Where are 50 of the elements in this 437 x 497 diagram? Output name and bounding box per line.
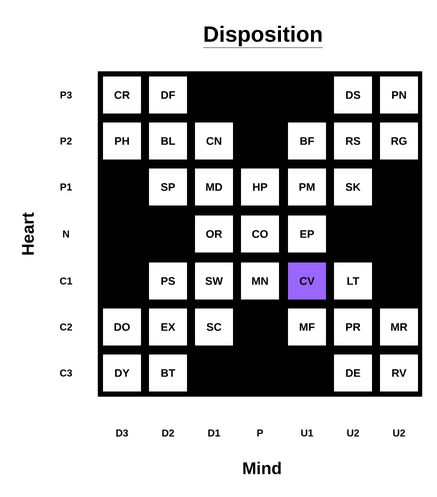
grid-cell: BT xyxy=(149,354,187,392)
column-label: U1 xyxy=(301,430,314,436)
grid-cell: CV xyxy=(288,262,326,300)
grid-cell: PH xyxy=(103,122,141,160)
grid-cell: RV xyxy=(380,354,418,392)
grid-cell: RG xyxy=(380,122,418,160)
grid-cell: BF xyxy=(288,122,326,160)
grid-cell: SP xyxy=(149,168,187,206)
grid-cell: DO xyxy=(103,308,141,346)
grid-cell: MR xyxy=(380,308,418,346)
axis-title: Mind xyxy=(243,462,281,474)
title: Disposition xyxy=(202,26,324,48)
grid-cell: PN xyxy=(380,76,418,114)
grid-cell: CR xyxy=(103,76,141,114)
row-label: P2 xyxy=(60,138,72,144)
axis-title: Heart xyxy=(22,212,34,255)
grid-cell: EP xyxy=(288,216,326,252)
grid-cell: LT xyxy=(334,262,372,300)
grid-cell: MD xyxy=(195,168,233,206)
grid-cell: OR xyxy=(195,216,233,252)
grid-cell: CN xyxy=(195,122,233,160)
grid-cell: MN xyxy=(241,262,279,300)
grid-cell: EX xyxy=(149,308,187,346)
grid-cell: SW xyxy=(195,262,233,300)
row-label: P1 xyxy=(60,184,72,190)
grid-cell: PR xyxy=(334,308,372,346)
column-label: D3 xyxy=(116,429,128,437)
row-label: P3 xyxy=(60,91,72,99)
row-label: C1 xyxy=(60,277,72,285)
grid-cell: MF xyxy=(288,308,326,346)
column-label: U2 xyxy=(393,429,405,437)
column-label: D1 xyxy=(208,430,220,436)
grid-cell: DS xyxy=(334,76,372,114)
grid-cell: DE xyxy=(334,354,372,392)
row-label: C2 xyxy=(60,323,72,331)
grid-cell: RS xyxy=(334,122,372,160)
grid-cell: DF xyxy=(149,76,187,114)
grid-cell: CO xyxy=(241,216,279,252)
grid-cell: DY xyxy=(103,354,141,392)
grid-cell: HP xyxy=(241,168,279,206)
row-label: N xyxy=(63,230,69,238)
column-label: D2 xyxy=(162,430,174,436)
grid-cell: BL xyxy=(149,122,187,160)
grid-cell: PS xyxy=(149,262,187,300)
grid-cell: PM xyxy=(288,168,326,206)
column-label: P xyxy=(257,430,263,436)
row-label: C3 xyxy=(60,369,72,377)
column-label: U2 xyxy=(347,429,359,437)
grid-cell: SC xyxy=(195,308,233,346)
grid-cell: SK xyxy=(334,168,372,206)
